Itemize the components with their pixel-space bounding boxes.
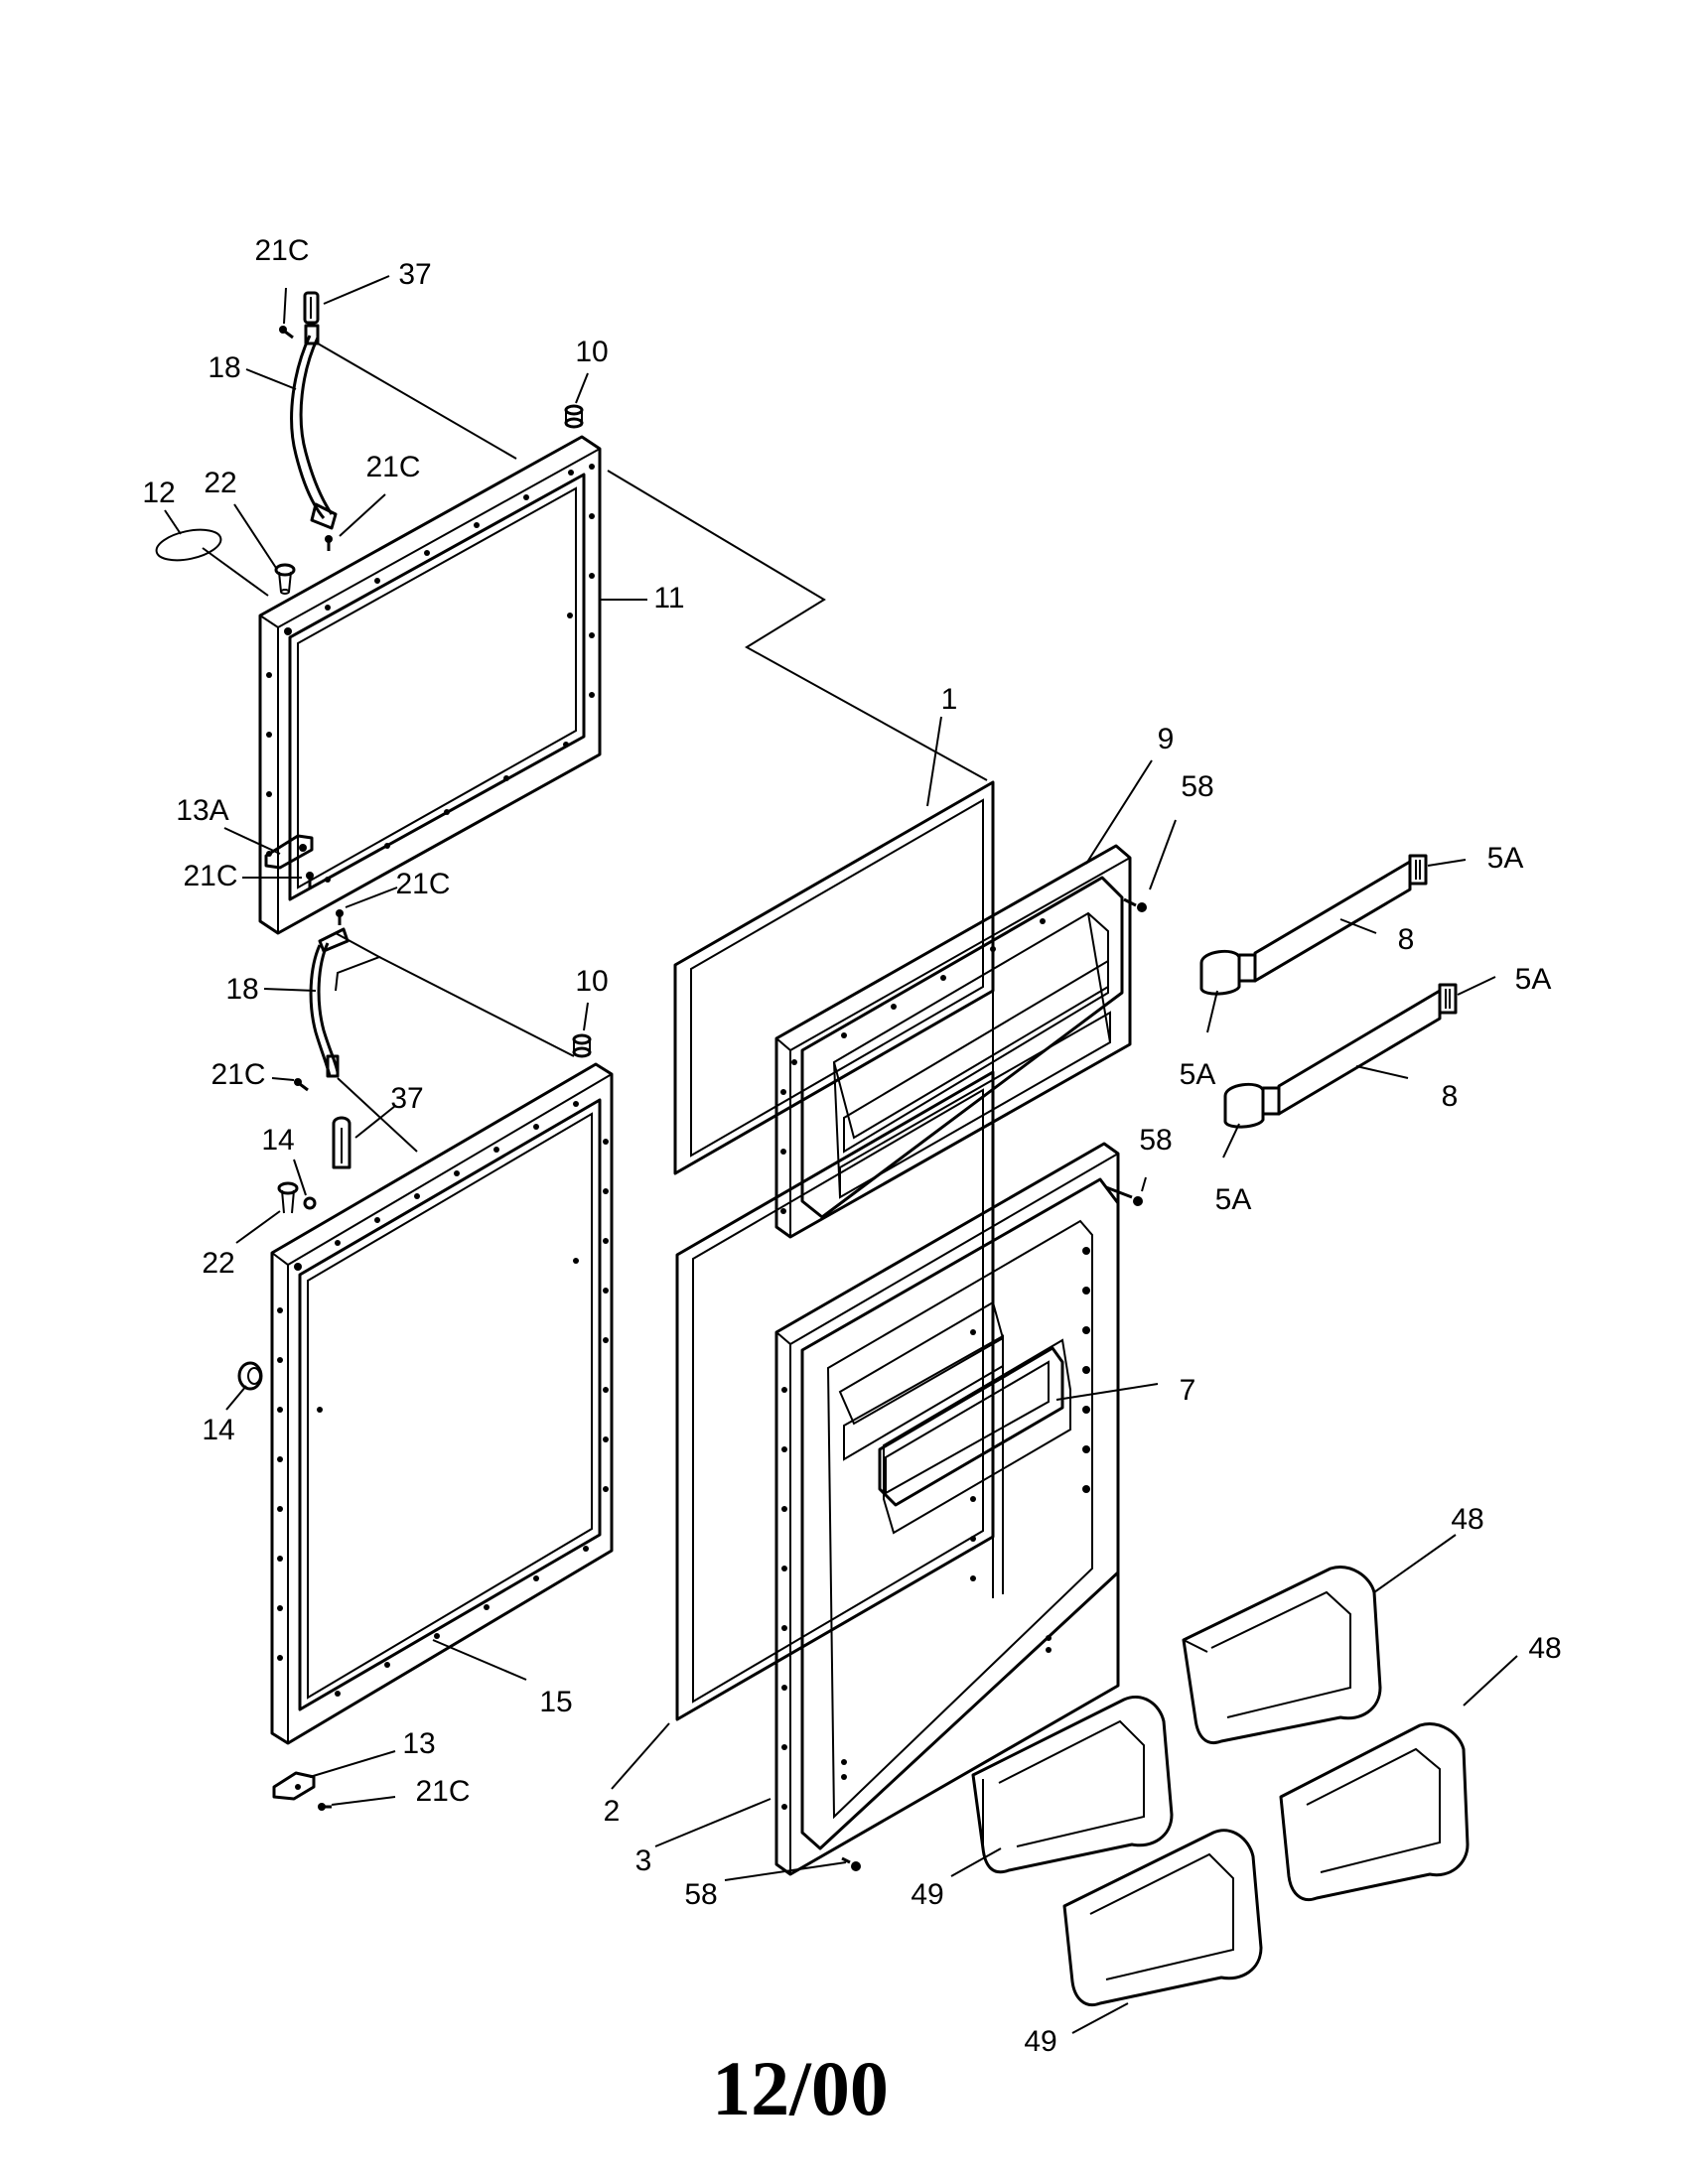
callout-18: 18 xyxy=(225,973,258,1006)
dairy-compartment-door xyxy=(878,1346,1064,1507)
screw-upper-b xyxy=(325,535,333,551)
callout-13a: 13A xyxy=(176,794,228,827)
callout-12: 12 xyxy=(142,477,175,509)
upper-rail-end-cap-right xyxy=(1408,854,1428,886)
callout-14: 14 xyxy=(261,1124,294,1157)
callout-21c: 21C xyxy=(365,451,420,483)
screw-13a xyxy=(306,872,314,887)
callout-13: 13 xyxy=(402,1727,435,1760)
freezer-door-outer-panel xyxy=(258,435,602,935)
liner-screw-upper xyxy=(1123,897,1147,912)
footer-date: 12/00 xyxy=(712,2045,889,2131)
callout-2: 2 xyxy=(604,1795,621,1828)
callout-10: 10 xyxy=(575,965,608,998)
freezer-door-hinge xyxy=(264,834,314,870)
callout-37: 37 xyxy=(398,258,431,291)
door-bin-48-upper xyxy=(1182,1566,1382,1744)
screw-upper-a xyxy=(279,326,294,340)
screw-lower-a xyxy=(336,909,344,925)
callout-3: 3 xyxy=(635,1844,652,1877)
callout-8: 8 xyxy=(1442,1080,1459,1113)
callout-21c: 21C xyxy=(395,868,450,900)
callout-11: 11 xyxy=(653,582,684,614)
callout-21c: 21C xyxy=(183,860,237,892)
door-bin-49-upper xyxy=(971,1696,1174,1874)
callout-49: 49 xyxy=(911,1878,943,1911)
plug-small xyxy=(303,1196,317,1210)
callout-labels: 21C 37 18 10 21C 12 22 11 13A 21C 21C 18… xyxy=(142,234,1561,2058)
upper-handle-insert xyxy=(303,291,320,325)
callout-58: 58 xyxy=(1181,770,1213,803)
lower-hinge-bushing xyxy=(277,1181,299,1214)
callout-9: 9 xyxy=(1158,723,1175,755)
lower-handle-strap xyxy=(309,927,350,1078)
upper-handle-strap xyxy=(290,324,338,530)
callout-22: 22 xyxy=(202,1247,234,1280)
callout-18: 18 xyxy=(208,351,240,384)
screw-lower-b xyxy=(294,1078,309,1092)
callout-10: 10 xyxy=(575,336,608,368)
callout-37: 37 xyxy=(390,1082,423,1115)
door-bin-48-lower xyxy=(1279,1722,1470,1901)
callout-48: 48 xyxy=(1451,1503,1483,1536)
fresh-food-door-gasket xyxy=(675,1070,995,1721)
callout-49: 49 xyxy=(1024,2025,1056,2058)
callout-5a: 5A xyxy=(1515,963,1552,996)
fresh-food-door-hinge xyxy=(272,1771,316,1801)
fresh-food-door-liner xyxy=(774,1142,1120,1876)
freezer-door-liner xyxy=(774,844,1132,1239)
upper-hinge-bushing xyxy=(274,563,296,595)
leader-lines xyxy=(164,275,1518,2034)
door-bin-49-lower xyxy=(1062,1829,1263,2006)
door-stop xyxy=(237,1361,263,1391)
callout-48: 48 xyxy=(1528,1632,1561,1665)
upper-rail-end-cap-left xyxy=(1199,949,1257,996)
callout-7: 7 xyxy=(1180,1374,1196,1407)
callout-58: 58 xyxy=(684,1878,717,1911)
screw-13 xyxy=(318,1803,332,1811)
upper-hinge-pin xyxy=(564,404,584,429)
lower-hinge-pin xyxy=(572,1033,592,1058)
callout-21c: 21C xyxy=(210,1058,265,1091)
callout-8: 8 xyxy=(1398,923,1415,956)
callout-21c: 21C xyxy=(254,234,309,267)
fresh-food-door-outer-panel xyxy=(270,1062,614,1745)
upper-shelf-rail xyxy=(1253,860,1412,983)
callout-1: 1 xyxy=(941,683,958,716)
lower-rail-end-cap-left xyxy=(1223,1082,1281,1129)
callout-5a: 5A xyxy=(1215,1183,1252,1216)
lower-handle-insert xyxy=(332,1116,351,1169)
liner-screw-middle xyxy=(1105,1185,1143,1206)
callout-5a: 5A xyxy=(1487,842,1524,875)
callout-14: 14 xyxy=(202,1414,234,1446)
callout-22: 22 xyxy=(204,467,236,499)
callout-21c: 21C xyxy=(415,1775,470,1808)
lower-shelf-rail xyxy=(1277,989,1442,1116)
lower-rail-end-cap-right xyxy=(1438,983,1458,1015)
callout-58: 58 xyxy=(1139,1124,1172,1157)
plug-button xyxy=(155,528,222,562)
liner-screw-lower xyxy=(841,1856,861,1871)
callout-5a: 5A xyxy=(1180,1058,1216,1091)
callout-15: 15 xyxy=(539,1686,572,1718)
